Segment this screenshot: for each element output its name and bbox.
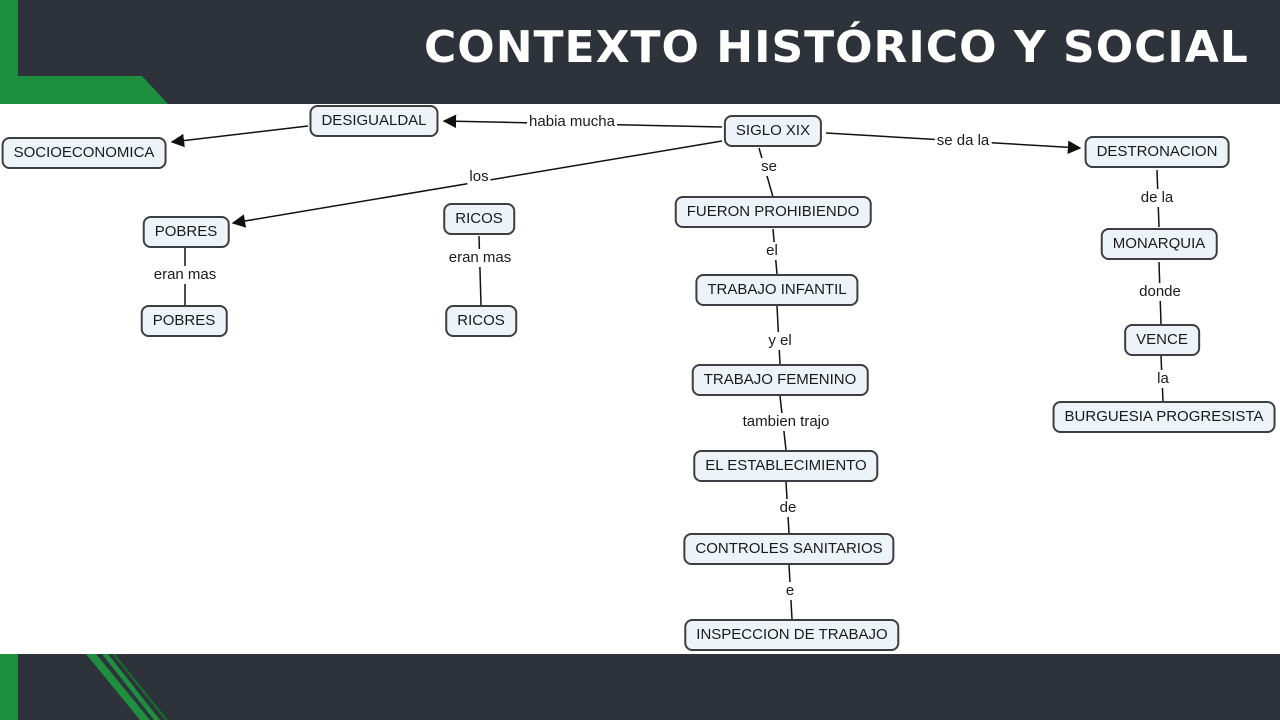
node-trabajo-femenino[interactable]: TRABAJO FEMENINO	[691, 364, 869, 396]
link-label: de la	[1138, 189, 1176, 207]
link-label: y el	[766, 332, 794, 350]
node-monarquia[interactable]: MONARQUIA	[1100, 228, 1218, 260]
link-label: tambien trajo	[740, 413, 832, 431]
node-pobres[interactable]: POBRES	[142, 216, 230, 248]
link-label: se	[759, 158, 779, 176]
node-vence[interactable]: VENCE	[1124, 324, 1200, 356]
node-destronacion[interactable]: DESTRONACION	[1084, 136, 1230, 168]
footer-green-accent	[0, 654, 18, 720]
link-label: donde	[1137, 283, 1183, 301]
link-label: se da la	[934, 132, 992, 150]
link-label: de	[777, 499, 799, 517]
link-label: los	[467, 168, 491, 186]
node-trabajo-infantil[interactable]: TRABAJO INFANTIL	[695, 274, 859, 306]
node-ricos[interactable]: RICOS	[443, 203, 515, 235]
node-pobres-result[interactable]: POBRES	[140, 305, 228, 337]
slide-title: CONTEXTO HISTÓRICO Y SOCIAL	[424, 22, 1249, 73]
node-controles-sanitarios[interactable]: CONTROLES SANITARIOS	[683, 533, 895, 565]
link-label: habia mucha	[527, 113, 617, 131]
node-fueron-prohibiendo[interactable]: FUERON PROHIBIENDO	[674, 196, 872, 228]
link-label: el	[764, 242, 780, 260]
connector	[170, 125, 309, 148]
slide-footer	[0, 654, 1280, 720]
connector	[478, 235, 482, 306]
node-inspeccion-de-trabajo[interactable]: INSPECCION DE TRABAJO	[684, 619, 900, 651]
slide-header	[0, 0, 1280, 104]
link-label: e	[783, 582, 797, 600]
green-accent-bar	[0, 0, 18, 78]
concept-map-connectors	[170, 114, 1164, 620]
node-el-establecimiento[interactable]: EL ESTABLECIMIENTO	[693, 450, 879, 482]
node-socioeconomica[interactable]: SOCIOECONOMICA	[1, 137, 167, 169]
link-label: eran mas	[151, 266, 219, 284]
node-desigualdal[interactable]: DESIGUALDAL	[309, 105, 439, 137]
green-accent-tab	[0, 76, 168, 104]
node-burguesia-progresista[interactable]: BURGUESIA PROGRESISTA	[1052, 401, 1276, 433]
footer-decorative-stripes	[86, 654, 168, 720]
link-label: la	[1155, 370, 1171, 388]
link-label: eran mas	[446, 249, 514, 267]
node-siglo-xix[interactable]: SIGLO XIX	[723, 115, 823, 147]
node-ricos-result[interactable]: RICOS	[445, 305, 517, 337]
concept-map: habia mucha se da la los se eran mas era…	[0, 104, 1280, 654]
